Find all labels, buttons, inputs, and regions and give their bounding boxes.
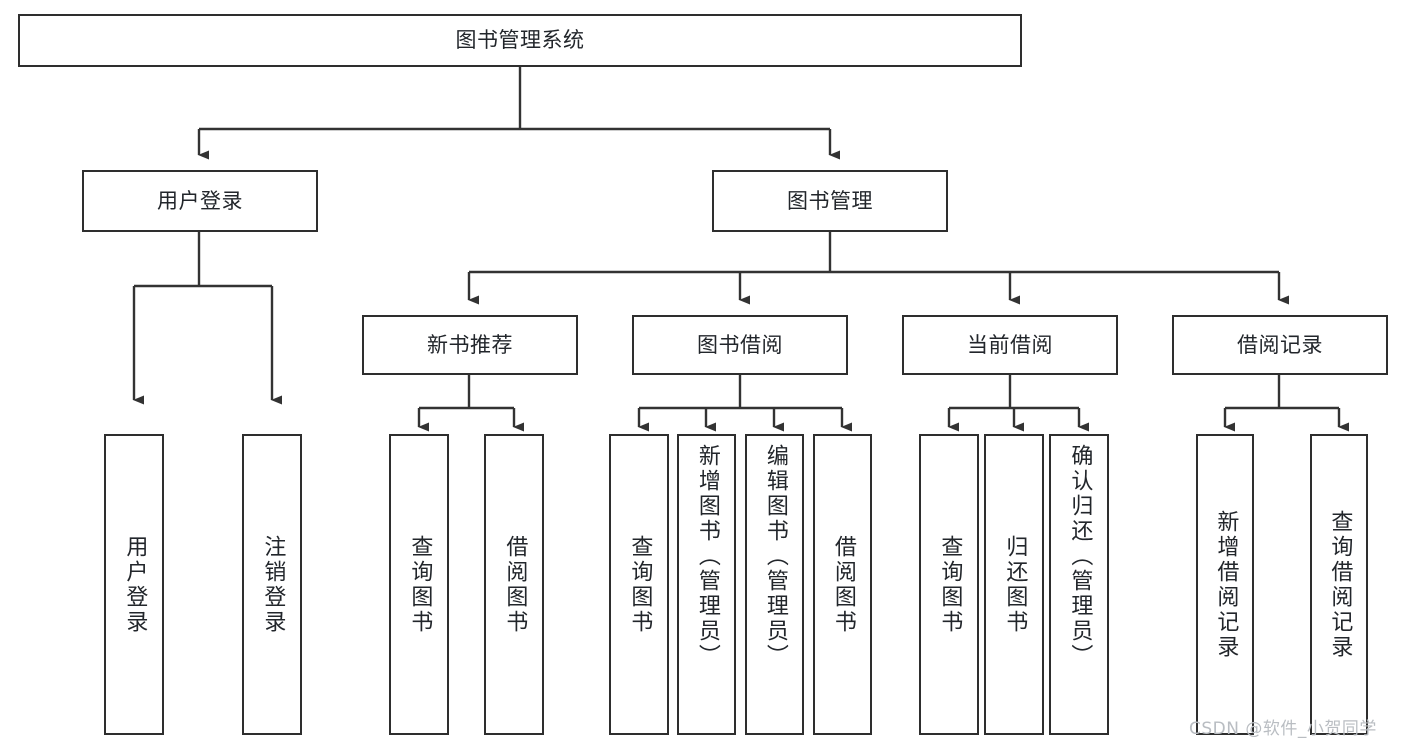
node-leaf-return-book-label: 归还图书: [1002, 534, 1028, 635]
node-root[interactable]: 图书管理系统: [18, 14, 1022, 67]
node-leaf-confirm-return-label: 确认归还（管理员）: [1067, 444, 1093, 669]
node-borrow-record-label: 借阅记录: [1237, 332, 1323, 357]
node-user-login-label: 用户登录: [157, 188, 243, 213]
node-borrow-record[interactable]: 借阅记录: [1172, 315, 1388, 375]
node-current-borrow[interactable]: 当前借阅: [902, 315, 1118, 375]
node-leaf-edit-book-label: 编辑图书（管理员）: [762, 444, 788, 669]
node-leaf-add-book[interactable]: 新增图书（管理员）: [677, 434, 736, 735]
node-leaf-borrow-book-1-label: 借阅图书: [502, 534, 528, 635]
node-leaf-add-record[interactable]: 新增借阅记录: [1196, 434, 1254, 735]
node-leaf-query-book-2-label: 查询图书: [627, 534, 653, 635]
node-new-book-recommend-label: 新书推荐: [427, 332, 513, 357]
node-leaf-query-book-3[interactable]: 查询图书: [919, 434, 979, 735]
node-leaf-user-login[interactable]: 用户登录: [104, 434, 164, 735]
node-book-manage-label: 图书管理: [787, 188, 873, 213]
node-leaf-borrow-book-2-label: 借阅图书: [830, 534, 856, 635]
node-leaf-query-record-label: 查询借阅记录: [1327, 509, 1353, 660]
node-leaf-user-logout[interactable]: 注销登录: [242, 434, 302, 735]
node-leaf-borrow-book-2[interactable]: 借阅图书: [813, 434, 872, 735]
node-root-label: 图书管理系统: [455, 28, 585, 52]
node-current-borrow-label: 当前借阅: [967, 332, 1053, 357]
node-leaf-query-book-1-label: 查询图书: [407, 534, 433, 635]
node-book-manage[interactable]: 图书管理: [712, 170, 948, 232]
node-book-borrow[interactable]: 图书借阅: [632, 315, 848, 375]
node-leaf-query-book-3-label: 查询图书: [937, 534, 963, 635]
node-leaf-query-book-2[interactable]: 查询图书: [609, 434, 669, 735]
node-leaf-borrow-book-1[interactable]: 借阅图书: [484, 434, 544, 735]
node-new-book-recommend[interactable]: 新书推荐: [362, 315, 578, 375]
node-leaf-query-record[interactable]: 查询借阅记录: [1310, 434, 1368, 735]
node-user-login[interactable]: 用户登录: [82, 170, 318, 232]
node-book-borrow-label: 图书借阅: [697, 332, 783, 357]
node-leaf-edit-book[interactable]: 编辑图书（管理员）: [745, 434, 804, 735]
node-leaf-add-record-label: 新增借阅记录: [1213, 509, 1239, 660]
node-leaf-return-book[interactable]: 归还图书: [984, 434, 1044, 735]
node-leaf-user-logout-label: 注销登录: [260, 534, 286, 635]
node-leaf-confirm-return[interactable]: 确认归还（管理员）: [1049, 434, 1109, 735]
node-leaf-add-book-label: 新增图书（管理员）: [694, 444, 720, 669]
node-leaf-query-book-1[interactable]: 查询图书: [389, 434, 449, 735]
node-leaf-user-login-label: 用户登录: [122, 534, 148, 635]
